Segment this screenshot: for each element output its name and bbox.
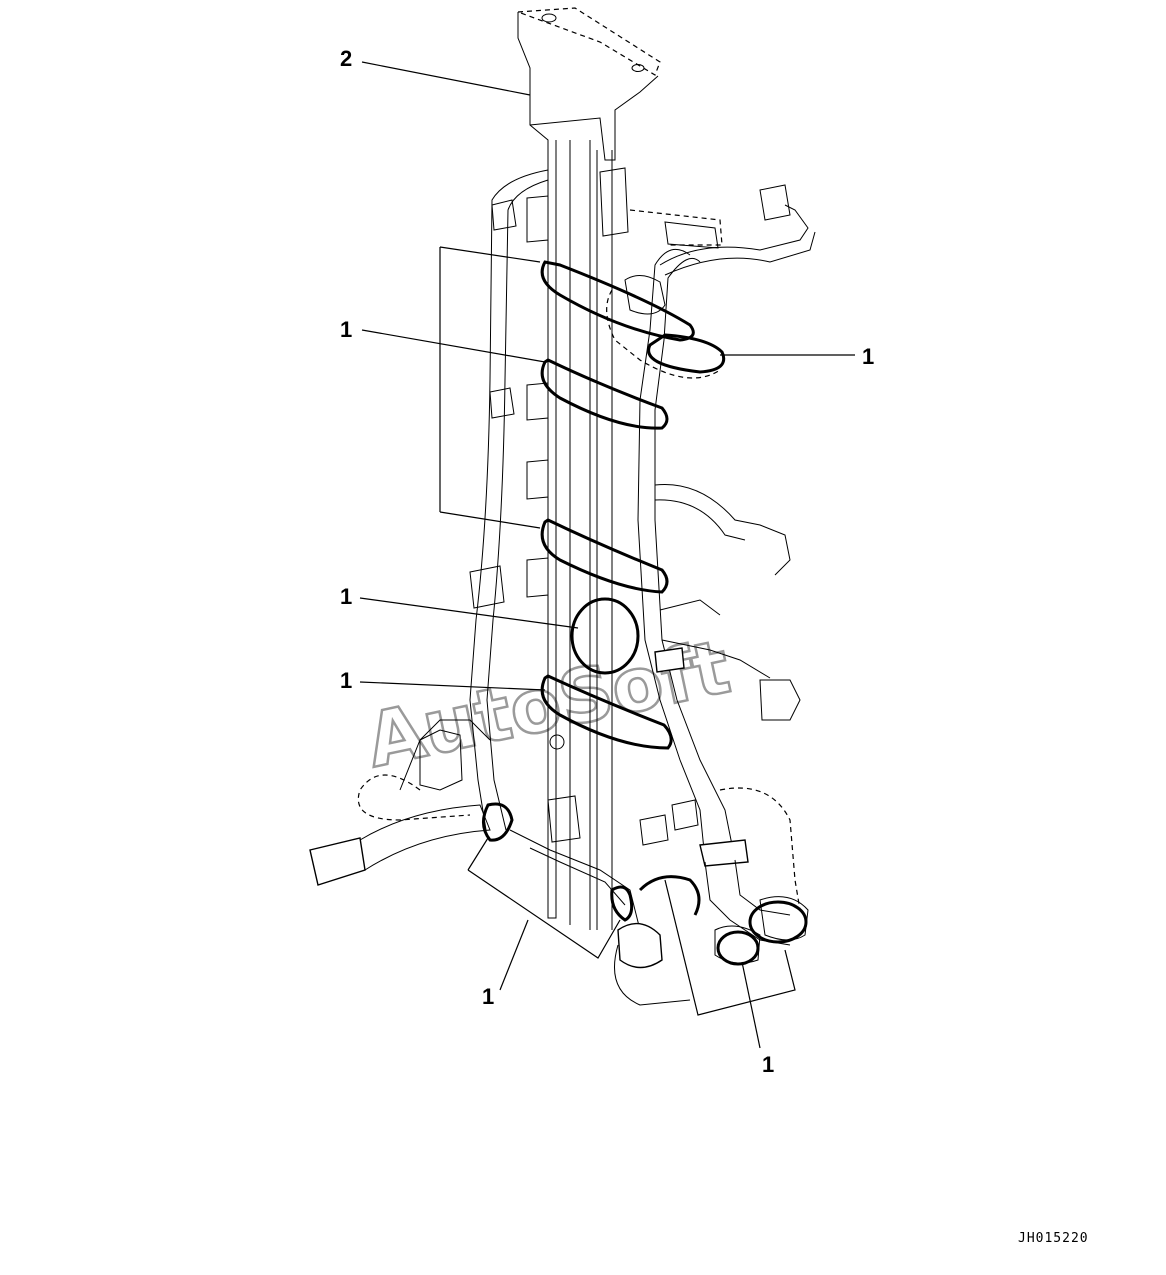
callout-1-mid-left: 1 [340,584,352,609]
band-10 [748,900,808,944]
right-hose [637,184,816,861]
band-3 [540,358,669,430]
left-hose [469,169,549,831]
leader-lines [359,61,855,1049]
callout-1-lower-left: 1 [340,668,352,693]
band-7 [482,802,514,842]
band-4 [540,518,669,594]
band-5 [570,597,640,675]
callout-1-upper-left: 1 [340,317,352,342]
band-1 [540,260,695,342]
connectors-upper [606,209,723,379]
band-2 [647,333,726,374]
callout-1-upper-right: 1 [862,344,874,369]
cable-ties [482,260,808,966]
drawing-code: JH015220 [1018,1231,1089,1246]
clip-blocks [526,167,629,843]
callout-1-bottom-right: 1 [762,1052,774,1077]
mounting-bracket [517,7,661,930]
band-9 [638,875,701,916]
lower-harness [309,719,809,1006]
band-6 [540,674,673,750]
callout-1-bottom-left: 1 [482,984,494,1009]
callout-2: 2 [340,46,352,71]
band-11 [716,930,760,966]
band-8 [610,885,634,922]
